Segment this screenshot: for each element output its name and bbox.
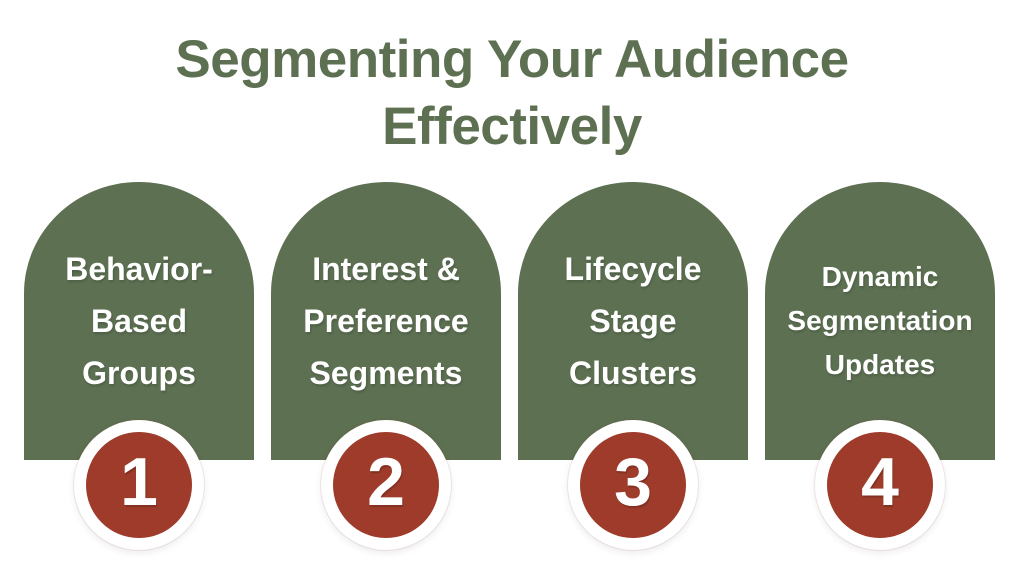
- segment-cards-row: Behavior- Based Groups 1 Interest & Pref…: [24, 182, 995, 550]
- segment-card-dynamic-segmentation-updates: Dynamic Segmentation Updates 4: [765, 182, 995, 550]
- card-title-line: Clusters: [568, 355, 698, 391]
- segment-card-interest-preference-segments: Interest & Preference Segments 2: [271, 182, 501, 550]
- card-title-line: Segmentation: [787, 305, 973, 336]
- card-title-line: Behavior-: [65, 251, 213, 287]
- number-badge: 3: [568, 420, 698, 550]
- card-number: 1: [120, 444, 158, 520]
- card-title-line: Updates: [824, 349, 936, 380]
- card-number: 4: [861, 444, 899, 520]
- card-title: Dynamic Segmentation Updates: [783, 255, 976, 387]
- card-title: Lifecycle Stage Clusters: [561, 243, 706, 399]
- card-number: 3: [614, 444, 652, 520]
- number-badge-circle: 2: [333, 432, 439, 538]
- card-title: Interest & Preference Segments: [299, 243, 472, 399]
- number-badge-circle: 1: [86, 432, 192, 538]
- page-title-line2: Effectively: [382, 97, 642, 156]
- card-title-line: Segments: [309, 355, 463, 391]
- number-badge: 2: [321, 420, 451, 550]
- card-title-line: Dynamic: [821, 261, 939, 292]
- number-badge: 1: [74, 420, 204, 550]
- card-title-line: Interest &: [312, 251, 460, 287]
- number-badge-circle: 4: [827, 432, 933, 538]
- segment-card-behavior-based-groups: Behavior- Based Groups 1: [24, 182, 254, 550]
- card-title-line: Groups: [82, 355, 196, 391]
- segment-card-lifecycle-stage-clusters: Lifecycle Stage Clusters 3: [518, 182, 748, 550]
- card-title-line: Lifecycle: [564, 251, 702, 287]
- card-title-line: Preference: [303, 303, 469, 339]
- page-title-line1: Segmenting Your Audience: [175, 30, 849, 89]
- number-badge-circle: 3: [580, 432, 686, 538]
- number-badge: 4: [815, 420, 945, 550]
- card-title: Behavior- Based Groups: [61, 243, 217, 399]
- page-title: Segmenting Your Audience Effectively: [0, 26, 1024, 160]
- card-number: 2: [367, 444, 405, 520]
- card-title-line: Stage: [589, 303, 677, 339]
- card-title-line: Based: [90, 303, 188, 339]
